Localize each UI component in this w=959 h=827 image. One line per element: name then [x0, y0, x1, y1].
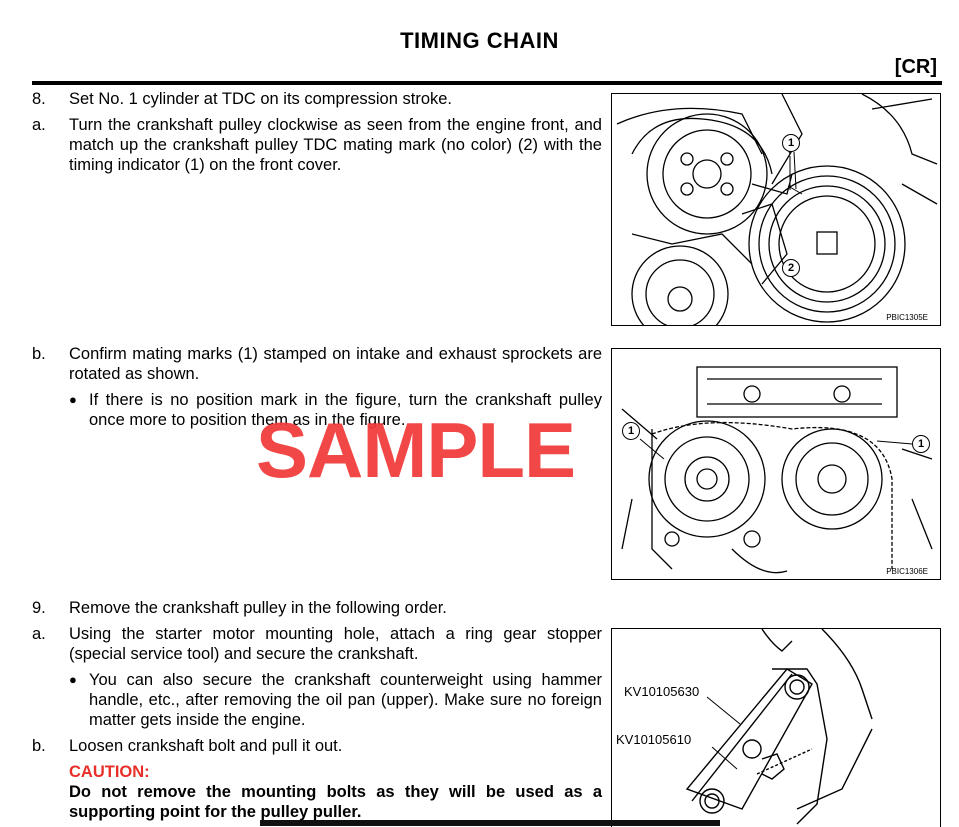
ring-gear-stopper-illustration	[685, 629, 873, 825]
step-text: Using the starter motor mounting hole, a…	[69, 625, 602, 663]
page-title: TIMING CHAIN	[400, 28, 559, 53]
step-9-block: 9. Remove the crankshaft pulley in the f…	[32, 598, 602, 822]
step-text: Confirm mating marks (1) stamped on inta…	[69, 345, 602, 383]
figure-id: PBIC1305E	[886, 313, 928, 322]
step-9: 9. Remove the crankshaft pulley in the f…	[32, 598, 602, 618]
caution-title: CAUTION:	[69, 763, 150, 781]
step-number: b.	[32, 737, 46, 755]
step-9a: a. Using the starter motor mounting hole…	[32, 624, 602, 664]
figure-crankshaft-pulley: 1 2 PBIC1305E	[611, 93, 941, 326]
sprockets-illustration	[621, 366, 933, 574]
crankshaft-pulley-illustration	[616, 94, 938, 325]
step-8a: a. Turn the crankshaft pulley clockwise …	[32, 115, 602, 175]
step-number: a.	[32, 625, 46, 643]
step-9b: b. Loosen crankshaft bolt and pull it ou…	[32, 736, 602, 756]
callout-1-intake: 1	[622, 422, 640, 440]
callout-1: 1	[782, 134, 800, 152]
step-9a-bullet: ● You can also secure the crankshaft cou…	[69, 670, 602, 730]
header-rule	[32, 81, 942, 85]
step-8b-block: b. Confirm mating marks (1) stamped on i…	[32, 344, 602, 436]
step-number: 9.	[32, 599, 46, 617]
bullet-icon: ●	[69, 392, 77, 407]
caution-body: Do not remove the mounting bolts as they…	[69, 783, 602, 821]
part-label-stopper-base: KV10105610	[616, 732, 692, 747]
figure-id: PBIC1306E	[886, 567, 928, 576]
bottom-scroll-bar	[260, 820, 720, 826]
figure-ring-gear-stopper: KV10105630 KV10105610	[611, 628, 941, 827]
step-8: 8. Set No. 1 cylinder at TDC on its comp…	[32, 89, 602, 109]
section-tag: [CR]	[894, 56, 937, 78]
step-text: Set No. 1 cylinder at TDC on its compres…	[69, 90, 453, 108]
step-text: Turn the crankshaft pulley clockwise as …	[69, 116, 602, 174]
step-8-block: 8. Set No. 1 cylinder at TDC on its comp…	[32, 89, 602, 181]
bullet-text: If there is no position mark in the figu…	[89, 391, 602, 429]
step-8b-bullet: ● If there is no position mark in the fi…	[69, 390, 602, 430]
callout-1-exhaust: 1	[912, 435, 930, 453]
step-number: b.	[32, 345, 46, 363]
figure-camshaft-sprockets: 1 1 PBIC1306E	[611, 348, 941, 580]
step-number: 8.	[32, 90, 46, 108]
callout-2: 2	[782, 259, 800, 277]
bullet-text: You can also secure the crankshaft count…	[89, 671, 602, 729]
step-8b: b. Confirm mating marks (1) stamped on i…	[32, 344, 602, 384]
step-number: a.	[32, 116, 46, 134]
bullet-icon: ●	[69, 672, 77, 687]
step-text: Remove the crankshaft pulley in the foll…	[69, 599, 447, 617]
part-label-stopper: KV10105630	[624, 684, 700, 699]
step-text: Loosen crankshaft bolt and pull it out.	[69, 737, 343, 755]
